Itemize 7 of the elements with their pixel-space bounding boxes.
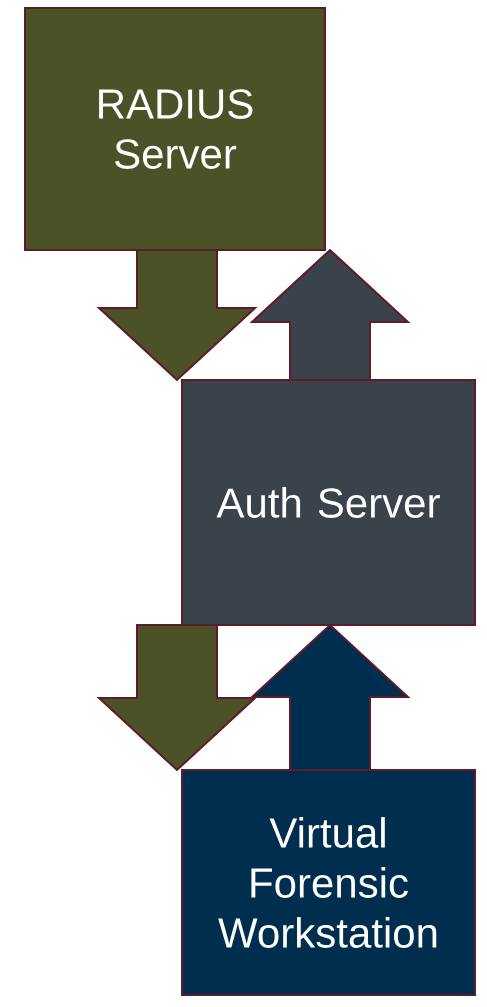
block-arrow xyxy=(249,248,411,381)
block-arrow xyxy=(96,249,258,382)
block-arrow xyxy=(249,623,411,771)
server-box: RADIUS Server xyxy=(24,7,326,251)
block-arrow xyxy=(96,624,258,772)
server-box: Auth Server xyxy=(181,379,476,626)
server-box: Virtual Forensic Workstation xyxy=(181,769,476,996)
